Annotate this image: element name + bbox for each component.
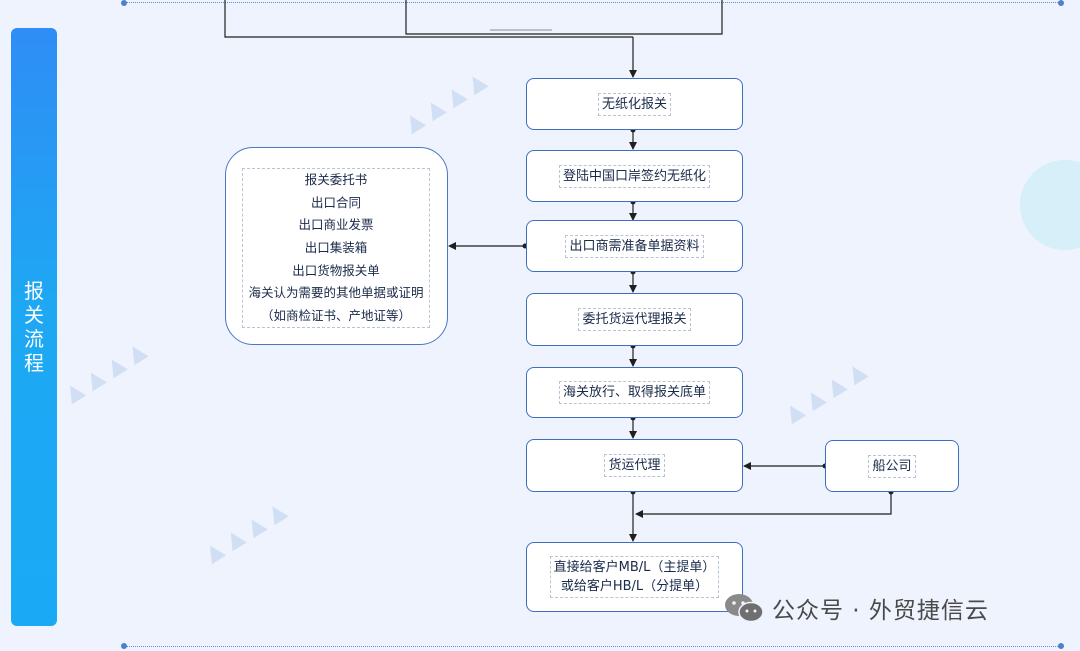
step-label: 登陆中国口岸签约无纸化 xyxy=(558,164,710,188)
document-item: （如商检证书、产地证等） xyxy=(260,307,411,323)
top-dotted-border xyxy=(124,2,1062,3)
wechat-icon xyxy=(725,594,764,623)
step-label-line2: 或给客户HB/L（分提单） xyxy=(560,579,709,594)
step-customs-release: 海关放行、取得报关底单 xyxy=(526,367,743,418)
arrow-shipping-to-final xyxy=(635,492,892,518)
top-box-left-edge xyxy=(224,0,633,38)
step-login-china-port: 登陆中国口岸签约无纸化 xyxy=(526,150,743,202)
step-label: 出口商需准备单据资料 xyxy=(565,234,704,258)
document-item: 海关认为需要的其他单据或证明 xyxy=(248,285,424,301)
document-item: 出口商业发票 xyxy=(298,217,374,233)
sidebar-title: 报关流程 xyxy=(24,279,44,375)
border-dot xyxy=(1058,0,1064,6)
border-dot xyxy=(1058,643,1064,649)
step-label: 无纸化报关 xyxy=(597,92,671,116)
document-item: 出口合同 xyxy=(310,194,361,210)
shipping-company-label: 船公司 xyxy=(868,454,916,478)
step-label: 直接给客户MB/L（主提单） 或给客户HB/L（分提单） xyxy=(549,556,720,598)
bottom-dotted-border xyxy=(124,646,1062,647)
shipping-company-box: 船公司 xyxy=(825,440,959,492)
step-paperless-declaration: 无纸化报关 xyxy=(526,78,743,130)
step-prepare-documents: 出口商需准备单据资料 xyxy=(526,220,743,272)
step-label-line1: 直接给客户MB/L（主提单） xyxy=(553,560,716,575)
top-box-right-edge xyxy=(405,0,723,35)
document-item: 出口集装箱 xyxy=(304,239,368,255)
step-bill-of-lading: 直接给客户MB/L（主提单） 或给客户HB/L（分提单） xyxy=(526,542,743,612)
watermark-text: 公众号 · 外贸捷信云 xyxy=(772,598,989,624)
step-label: 委托货运代理报关 xyxy=(578,308,691,331)
documents-box: 报关委托书 出口合同 出口商业发票 出口集装箱 出口货物报关单 海关认为需要的其… xyxy=(225,147,448,345)
step-entrust-forwarder: 委托货运代理报关 xyxy=(526,293,743,346)
documents-list: 报关委托书 出口合同 出口商业发票 出口集装箱 出口货物报关单 海关认为需要的其… xyxy=(242,168,430,328)
border-dot xyxy=(121,0,127,6)
document-item: 出口货物报关单 xyxy=(292,262,380,278)
wechat-watermark: 公众号 · 外贸捷信云 xyxy=(724,588,989,628)
step-label: 海关放行、取得报关底单 xyxy=(558,381,710,404)
document-item: 报关委托书 xyxy=(304,172,368,187)
border-dot xyxy=(121,643,127,649)
step-freight-forwarder: 货运代理 xyxy=(526,439,743,492)
sidebar-title-bar: 报关流程 xyxy=(11,28,57,626)
step-label: 货运代理 xyxy=(604,454,665,477)
